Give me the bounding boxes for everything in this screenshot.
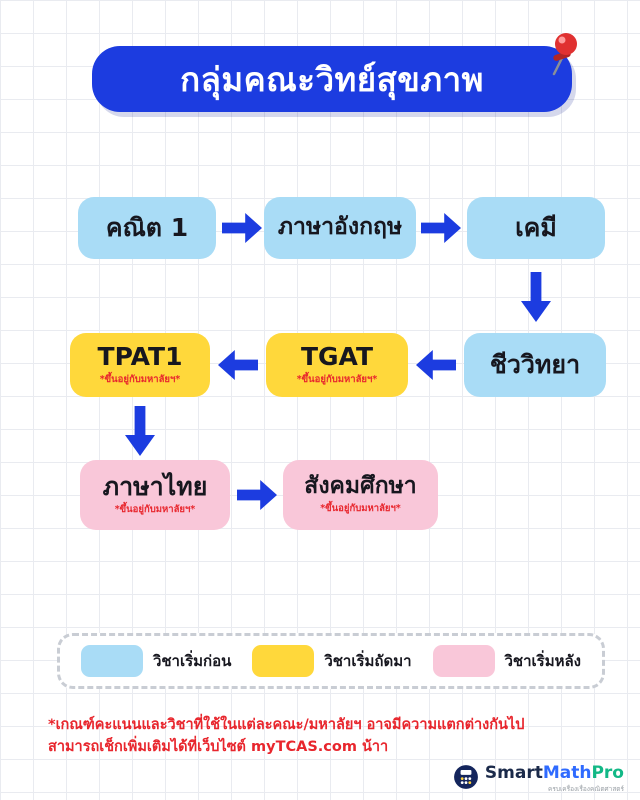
logo-text-smart: Smart xyxy=(484,762,543,783)
flow-box-thai: ภาษาไทย *ขึ้นอยู่กับมหาลัยฯ* xyxy=(80,460,230,530)
footnote: *เกณฑ์คะแนนและวิชาที่ใช้ในแต่ละคณะ/มหาลั… xyxy=(48,714,524,759)
header-banner: กลุ่มคณะวิทย์สุขภาพ xyxy=(92,46,572,112)
smartmathpro-logo: SmartMathPro ครบเครื่องเรื่องคณิตศาสตร์ xyxy=(453,764,624,794)
flow-box-social-label: สังคมศึกษา xyxy=(304,472,417,499)
legend-item-next: วิชาเริ่มถัดมา xyxy=(252,645,412,677)
flow-box-chemistry: เคมี xyxy=(467,197,605,259)
calculator-icon xyxy=(453,764,479,794)
flow-box-english-label: ภาษาอังกฤษ xyxy=(277,214,403,241)
flow-box-chemistry-label: เคมี xyxy=(515,213,557,243)
arrow-english-to-chemistry-icon xyxy=(421,213,461,243)
arrow-biology-to-tgat-icon xyxy=(416,350,456,380)
flow-box-tgat: TGAT *ขึ้นอยู่กับมหาลัยฯ* xyxy=(266,333,408,397)
flow-box-math1: คณิต 1 xyxy=(78,197,216,259)
arrow-math1-to-english-icon xyxy=(222,213,262,243)
logo-text: SmartMathPro ครบเครื่องเรื่องคณิตศาสตร์ xyxy=(484,762,624,794)
page-title: กลุ่มคณะวิทย์สุขภาพ xyxy=(180,59,484,99)
legend-swatch-yellow xyxy=(252,645,315,677)
flow-box-biology-label: ชีววิทยา xyxy=(489,350,581,380)
arrow-tgat-to-tpat1-icon xyxy=(218,350,258,380)
flow-box-tpat1-note: *ขึ้นอยู่กับมหาลัยฯ* xyxy=(99,374,181,386)
footnote-line2: สามารถเช็กเพิ่มเติมได้ที่เว็บไซต์ myTCAS… xyxy=(48,739,389,756)
legend-swatch-pink xyxy=(432,645,495,677)
flow-box-tpat1: TPAT1 *ขึ้นอยู่กับมหาลัยฯ* xyxy=(70,333,210,397)
flow-box-math1-label: คณิต 1 xyxy=(105,213,189,243)
legend-swatch-blue xyxy=(80,645,143,677)
flow-box-social-note: *ขึ้นอยู่กับมหาลัยฯ* xyxy=(320,503,401,515)
footnote-line1: *เกณฑ์คะแนนและวิชาที่ใช้ในแต่ละคณะ/มหาลั… xyxy=(48,717,525,733)
flow-box-tgat-note: *ขึ้นอยู่กับมหาลัยฯ* xyxy=(296,374,378,386)
legend-label-first: วิชาเริ่มก่อน xyxy=(152,652,232,670)
pushpin-icon xyxy=(538,28,588,78)
flow-box-thai-label: ภาษาไทย xyxy=(102,471,208,501)
arrow-tpat1-to-thai-icon xyxy=(125,406,155,456)
legend: วิชาเริ่มก่อน วิชาเริ่มถัดมา วิชาเริ่มหล… xyxy=(57,633,605,689)
legend-label-last: วิชาเริ่มหลัง xyxy=(504,652,582,670)
flow-box-biology: ชีววิทยา xyxy=(464,333,606,397)
flow-box-social: สังคมศึกษา *ขึ้นอยู่กับมหาลัยฯ* xyxy=(283,460,438,530)
flow-box-tgat-label: TGAT xyxy=(300,341,374,371)
flow-box-english: ภาษาอังกฤษ xyxy=(264,197,416,259)
legend-item-first: วิชาเริ่มก่อน xyxy=(80,645,232,677)
flow-box-thai-note: *ขึ้นอยู่กับมหาลัยฯ* xyxy=(114,504,196,516)
logo-text-pro: Pro xyxy=(591,762,624,783)
logo-text-math: Math xyxy=(542,762,592,783)
arrow-thai-to-social-icon xyxy=(237,480,277,510)
logo-tagline: ครบเครื่องเรื่องคณิตศาสตร์ xyxy=(548,784,624,793)
flow-box-tpat1-label: TPAT1 xyxy=(97,341,183,371)
legend-label-next: วิชาเริ่มถัดมา xyxy=(324,652,412,670)
legend-item-last: วิชาเริ่มหลัง xyxy=(432,645,582,677)
arrow-chemistry-to-biology-icon xyxy=(521,272,551,322)
